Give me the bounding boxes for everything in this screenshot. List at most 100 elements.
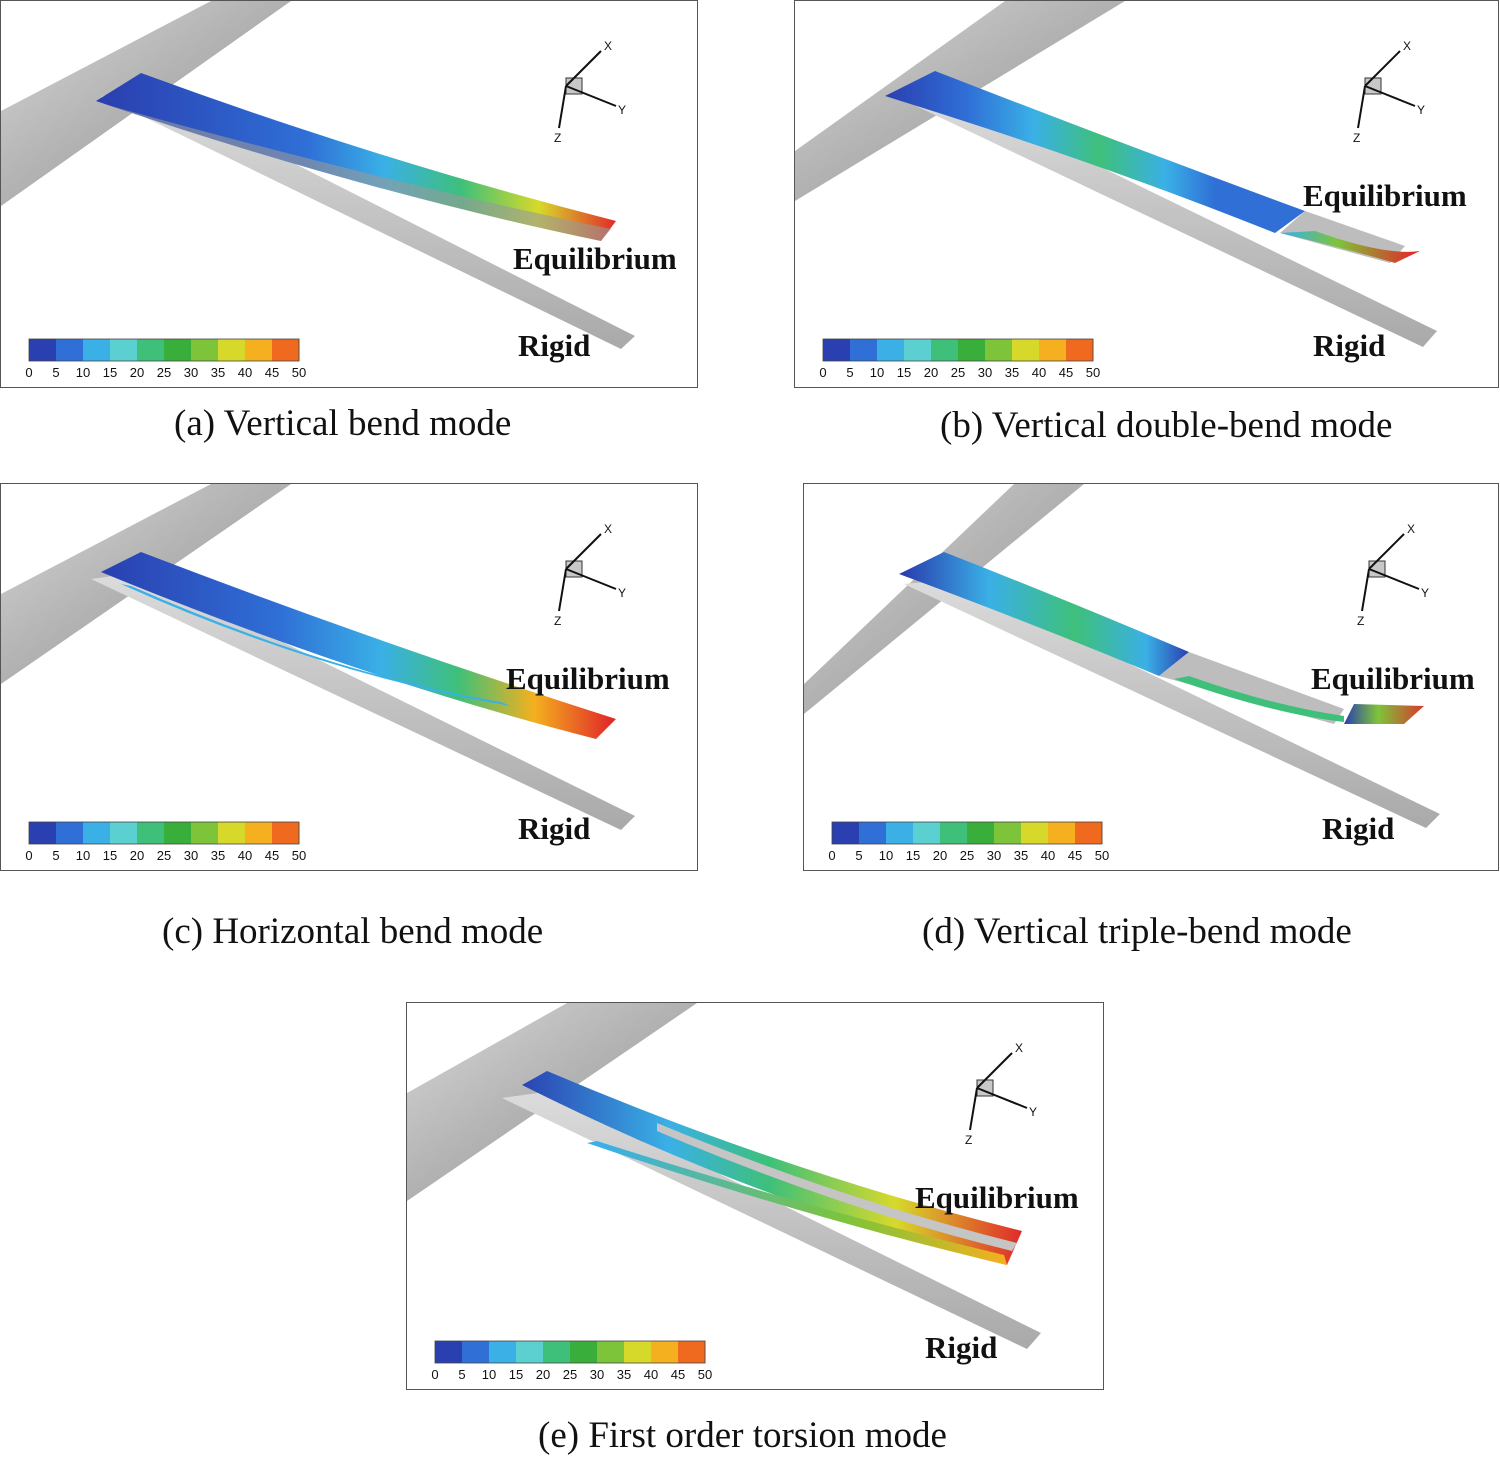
colorbar-tick-label: 25 <box>157 848 171 863</box>
colorbar-tick-label: 35 <box>211 848 225 863</box>
colorbar-segment <box>1021 822 1049 844</box>
colorbar-segment <box>245 822 273 844</box>
colorbar-segment <box>83 822 111 844</box>
equilibrium-label: Equilibrium <box>513 241 677 276</box>
equilibrium-label: Equilibrium <box>506 661 670 696</box>
colorbar-tick-label: 15 <box>509 1367 523 1382</box>
colorbar-tick-label: 50 <box>1086 365 1100 380</box>
axis-x-label: X <box>604 39 612 53</box>
colorbar-tick-label: 50 <box>698 1367 712 1382</box>
axis-triad: X Y Z <box>965 1041 1037 1147</box>
axis-z-label: Z <box>554 614 561 628</box>
axis-triad: X Y Z <box>554 522 626 628</box>
colorbar-tick-label: 40 <box>1032 365 1046 380</box>
colorbar-segment <box>913 822 941 844</box>
colorbar-segment <box>597 1341 625 1363</box>
colorbar-tick-label: 50 <box>292 848 306 863</box>
colorbar-tick-label: 0 <box>819 365 826 380</box>
rigid-label: Rigid <box>518 328 590 363</box>
colorbar-tick-label: 0 <box>25 848 32 863</box>
colorbar-segment <box>272 339 300 361</box>
axis-triad: X Y Z <box>1353 39 1425 145</box>
colorbar-tick-label: 25 <box>951 365 965 380</box>
caption-b: (b) Vertical double-bend mode <box>940 405 1393 446</box>
equilibrium-wing-tip <box>1280 231 1420 263</box>
axis-y-label: Y <box>1421 586 1429 600</box>
equilibrium-wing-tip <box>1344 704 1424 724</box>
axis-x-label: X <box>604 522 612 536</box>
colorbar-border <box>831 821 1103 845</box>
colorbar-tick-label: 5 <box>855 848 862 863</box>
colorbar-tick-label: 40 <box>238 365 252 380</box>
colorbar-tick-label: 30 <box>184 848 198 863</box>
caption-c: (c) Horizontal bend mode <box>162 911 544 952</box>
colorbar-border <box>822 338 1094 362</box>
colorbar-tick-label: 45 <box>1059 365 1073 380</box>
colorbar-tick-label: 35 <box>1005 365 1019 380</box>
colorbar-border <box>28 338 300 362</box>
colorbar-tick-label: 45 <box>265 848 279 863</box>
colorbar-segment <box>218 822 246 844</box>
colorbar-segment <box>958 339 986 361</box>
colorbar-tick-label: 15 <box>906 848 920 863</box>
colorbar-segment <box>904 339 932 361</box>
axis-x-label: X <box>1015 1041 1023 1055</box>
equilibrium-label: Equilibrium <box>1311 661 1475 696</box>
equilibrium-wing <box>101 552 616 739</box>
caption-d: (d) Vertical triple-bend mode <box>922 911 1352 952</box>
colorbar-tick-label: 50 <box>292 365 306 380</box>
colorbar-tick-label: 15 <box>103 848 117 863</box>
axis-y-label: Y <box>618 103 626 117</box>
colorbar-segment <box>1066 339 1094 361</box>
colorbar-tick-label: 35 <box>211 365 225 380</box>
rigid-label: Rigid <box>1313 328 1385 363</box>
equilibrium-wing <box>899 552 1189 676</box>
rigid-wing <box>895 91 1437 347</box>
colorbar-tick-label: 10 <box>879 848 893 863</box>
colorbar-segment <box>1048 822 1076 844</box>
rigid-label: Rigid <box>518 811 590 846</box>
equilibrium-wing <box>96 73 616 241</box>
equilibrium-wing-lower <box>587 1141 1007 1265</box>
colorbar-segment <box>137 339 165 361</box>
colorbar-tick-label: 40 <box>644 1367 658 1382</box>
colorbar-tick-label: 40 <box>238 848 252 863</box>
colorbar-segment <box>624 1341 652 1363</box>
colorbar-segment <box>191 822 219 844</box>
colorbar-segment <box>886 822 914 844</box>
axis-z-label: Z <box>965 1133 972 1147</box>
equilibrium-label: Equilibrium <box>915 1180 1079 1215</box>
colorbar-segment <box>218 339 246 361</box>
colorbar-segment <box>678 1341 706 1363</box>
colorbar-segment <box>651 1341 679 1363</box>
axis-z-label: Z <box>1357 614 1364 628</box>
axis-z-label: Z <box>554 131 561 145</box>
colorbar-tick-label: 15 <box>103 365 117 380</box>
colorbar-segment <box>985 339 1013 361</box>
colorbar-segment <box>1012 339 1040 361</box>
colorbar-segment <box>462 1341 490 1363</box>
colorbar-segment <box>516 1341 544 1363</box>
colorbar-segment <box>110 822 138 844</box>
colorbar-tick-label: 0 <box>25 365 32 380</box>
axis-z-label: Z <box>1353 131 1360 145</box>
colorbar-border <box>434 1340 706 1364</box>
equilibrium-wing-twist <box>657 1123 1017 1251</box>
colorbar-tick-label: 30 <box>987 848 1001 863</box>
colorbar-segment <box>967 822 995 844</box>
rigid-wing <box>91 572 635 830</box>
colorbar-segment <box>877 339 905 361</box>
equilibrium-wing-lower <box>1174 676 1344 722</box>
colorbar-tick-label: 20 <box>130 848 144 863</box>
